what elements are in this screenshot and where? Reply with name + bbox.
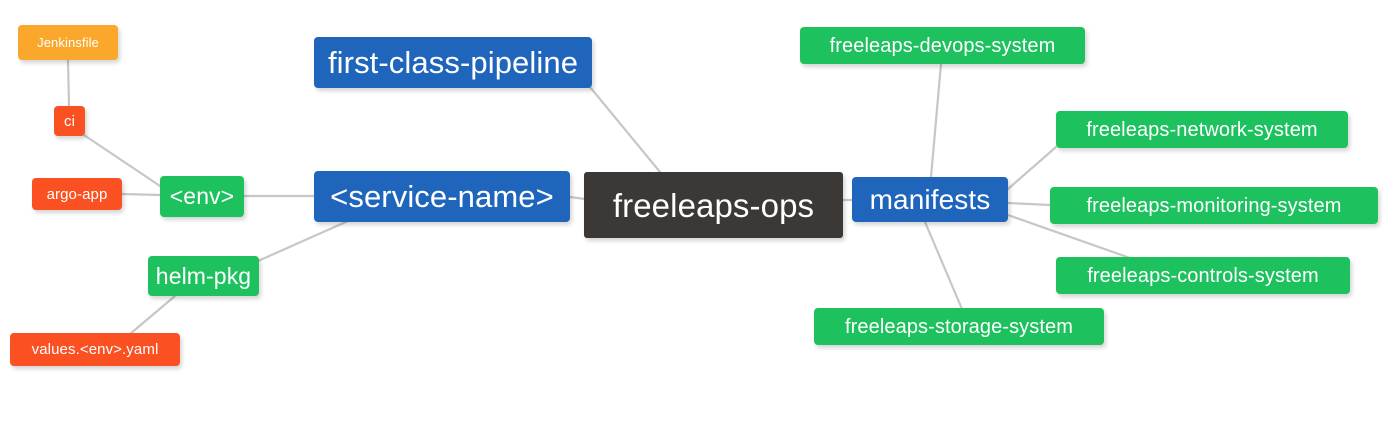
node-jenkinsfile-label: Jenkinsfile (37, 35, 99, 50)
node-values-yaml-label: values.<env>.yaml (31, 341, 159, 358)
node-helm-pkg-label: helm-pkg (155, 262, 252, 289)
node-freeleaps-devops-system-label: freeleaps-devops-system (829, 34, 1056, 57)
node-jenkinsfile[interactable]: Jenkinsfile (18, 25, 118, 60)
node-freeleaps-monitoring-system-label: freeleaps-monitoring-system (1086, 194, 1342, 217)
node-first-class-pipeline[interactable]: first-class-pipeline (314, 37, 592, 88)
edge-manifests-monitoring (1006, 201, 1052, 207)
node-env[interactable]: <env> (160, 176, 244, 217)
node-freeleaps-devops-system[interactable]: freeleaps-devops-system (800, 27, 1085, 64)
edge-jenkinsfile-ci (66, 58, 71, 108)
edge-firstclasspipeline-root (588, 85, 662, 174)
node-freeleaps-storage-system-label: freeleaps-storage-system (844, 315, 1074, 338)
edge-argoapp-env (120, 192, 162, 197)
node-service-name[interactable]: <service-name> (314, 171, 570, 222)
node-manifests-label: manifests (869, 183, 991, 215)
node-values-yaml[interactable]: values.<env>.yaml (10, 333, 180, 366)
edge-manifests-network (1006, 145, 1058, 191)
node-service-name-label: <service-name> (330, 179, 554, 214)
node-root-label: freeleaps-ops (612, 186, 815, 224)
node-freeleaps-controls-system[interactable]: freeleaps-controls-system (1056, 257, 1350, 294)
edge-valuesyaml-helmpkg (128, 294, 177, 336)
node-argo-app[interactable]: argo-app (32, 178, 122, 210)
node-ci-label: ci (63, 112, 76, 130)
edge-servicename-root (568, 195, 587, 201)
edge-helmpkg-servicename (256, 219, 350, 263)
edge-manifests-devops (929, 62, 943, 179)
node-env-label: <env> (169, 183, 235, 209)
node-freeleaps-monitoring-system[interactable]: freeleaps-monitoring-system (1050, 187, 1378, 224)
node-freeleaps-network-system-label: freeleaps-network-system (1086, 118, 1318, 141)
node-helm-pkg[interactable]: helm-pkg (148, 256, 259, 296)
node-argo-app-label: argo-app (46, 185, 108, 203)
node-freeleaps-storage-system[interactable]: freeleaps-storage-system (814, 308, 1104, 345)
node-freeleaps-controls-system-label: freeleaps-controls-system (1087, 264, 1319, 287)
node-freeleaps-network-system[interactable]: freeleaps-network-system (1056, 111, 1348, 148)
node-ci[interactable]: ci (54, 106, 85, 136)
node-root-freeleaps-ops[interactable]: freeleaps-ops (584, 172, 843, 238)
node-manifests[interactable]: manifests (852, 177, 1008, 222)
node-first-class-pipeline-label: first-class-pipeline (327, 45, 579, 80)
edge-manifests-storage (923, 220, 964, 311)
